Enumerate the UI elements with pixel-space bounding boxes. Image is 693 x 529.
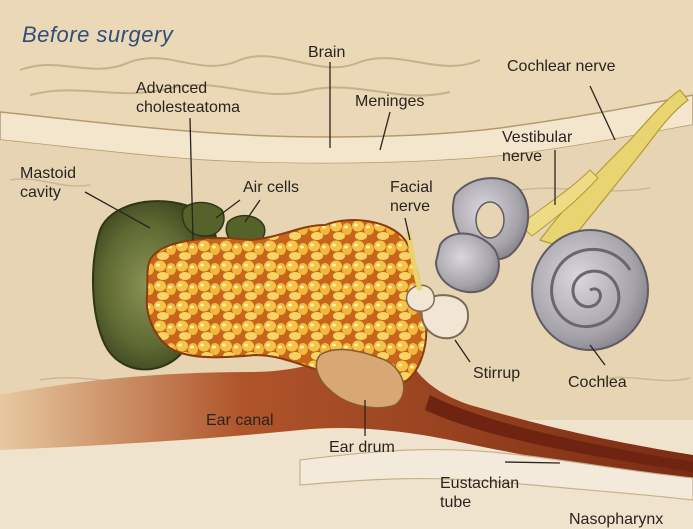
air-cell-1	[182, 203, 224, 237]
label-eustachian-tube: Eustachian tube	[440, 474, 519, 512]
label-brain: Brain	[308, 43, 345, 62]
label-stirrup: Stirrup	[473, 364, 520, 383]
label-nasopharynx: Nasopharynx	[569, 510, 663, 529]
canal-hole	[476, 202, 504, 238]
label-cholesteatoma: Advanced cholesteatoma	[136, 79, 240, 117]
label-air-cells: Air cells	[243, 178, 299, 197]
label-ear-drum: Ear drum	[329, 438, 395, 457]
label-vestibular-nerve: Vestibular nerve	[502, 128, 572, 166]
label-meninges: Meninges	[355, 92, 424, 111]
label-ear-canal: Ear canal	[206, 411, 274, 430]
label-mastoid-cavity: Mastoid cavity	[20, 164, 76, 202]
label-cochlear-nerve: Cochlear nerve	[507, 57, 616, 76]
figure-title: Before surgery	[22, 22, 173, 48]
label-cochlea: Cochlea	[568, 373, 627, 392]
label-facial-nerve: Facial nerve	[390, 178, 433, 216]
